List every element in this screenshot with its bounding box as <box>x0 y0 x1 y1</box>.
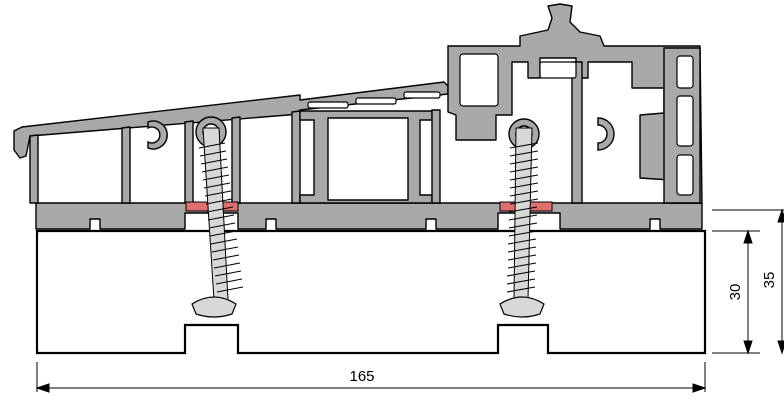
dim-width-arrow-left <box>35 383 50 393</box>
dim-inner-arrow-top <box>743 229 753 244</box>
profile-bottom-flange <box>35 202 703 230</box>
clip-right <box>597 117 615 151</box>
dim-outer-arrow-top <box>777 208 784 223</box>
dim-width-arrow-right <box>692 383 707 393</box>
dim-inner-arrow-bottom <box>743 340 753 355</box>
base-block <box>35 229 707 355</box>
dim-width-label: 165 <box>349 368 374 385</box>
chamber-slope-3 <box>403 91 441 99</box>
dim-height-outer-label: 35 <box>761 272 778 289</box>
chamber-top-1 <box>459 53 499 107</box>
screw-right-thread <box>506 142 539 293</box>
clip-left <box>147 120 168 150</box>
chamber-slope-2 <box>355 97 397 105</box>
dim-height-inner-label: 30 <box>727 284 744 301</box>
profile-web-3 <box>231 116 241 204</box>
aluminium-profile <box>13 3 703 230</box>
profile-left-wall <box>29 134 39 204</box>
profile-web-4 <box>291 110 301 204</box>
chamber-right-3 <box>676 154 694 196</box>
screw-right <box>499 127 545 318</box>
profile-right-web <box>431 109 441 204</box>
profile-web-1 <box>121 126 131 204</box>
chamber-slope-1 <box>307 101 349 109</box>
screw-left-thread <box>198 142 244 293</box>
profile-web-2 <box>184 120 194 204</box>
chamber-top-2 <box>539 61 577 79</box>
chamber-right-2 <box>676 95 694 147</box>
profile-center-box <box>327 117 409 201</box>
dimension-height-inner <box>712 229 760 355</box>
chamber-right-1 <box>676 55 694 89</box>
profile-right-inner <box>571 61 583 204</box>
screw-right-head <box>499 296 545 318</box>
dim-outer-arrow-bottom <box>777 340 784 355</box>
profile-chambers <box>307 53 694 196</box>
dimension-height-outer <box>712 208 784 355</box>
screw-left <box>191 127 244 318</box>
dimension-width <box>35 362 707 393</box>
screw-left-head <box>191 296 237 318</box>
